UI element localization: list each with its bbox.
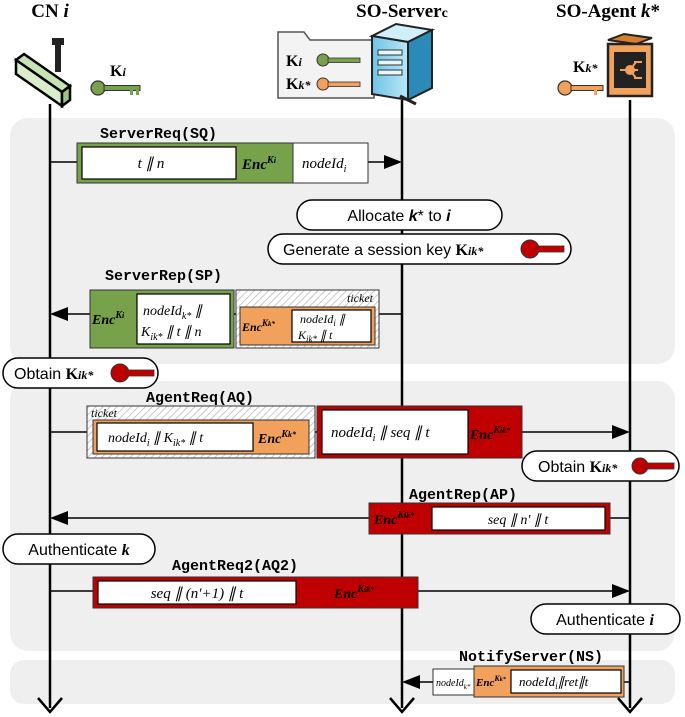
sp-label: ServerRep(SP): [105, 268, 222, 285]
aq-ticket-label: ticket: [91, 406, 118, 420]
sp-ticket-label: ticket: [347, 291, 374, 305]
lifeline-cn: [37, 104, 63, 714]
auth-i-text: Authenticate i: [556, 612, 654, 629]
ns-inner-box: [510, 669, 622, 694]
sq-arrow-head: [384, 155, 402, 169]
server-key-label-1: Ki: [286, 53, 302, 70]
aq2-arrow-head: [612, 584, 630, 598]
generate-text: Generate a session key Kik*: [283, 242, 484, 259]
sp-ticket-line2: Kik* ∥ t: [297, 328, 333, 344]
sp-arrow-head: [50, 307, 68, 321]
key-icon: [557, 80, 604, 96]
server-icon: [368, 22, 436, 106]
actor-agent-name: SO-Agent k*: [556, 1, 660, 22]
server-key-label-2: Kk*: [286, 76, 311, 93]
sp-inner-box: [136, 293, 231, 345]
key-icon: [90, 80, 141, 96]
allocate-pill: [296, 199, 503, 231]
sq-plain: nodeIdi: [302, 156, 347, 175]
sp-ticket-inner-box: [291, 309, 372, 343]
key-icon: [520, 239, 565, 259]
sq-inner-box: [81, 146, 237, 180]
actor-agent-header: SO-Agent k*: [556, 1, 660, 22]
aq-payload: nodeIdi ∥ seq ∥ t: [331, 425, 430, 444]
sp-ticket-line1: nodeIdi ∥: [300, 312, 346, 328]
actor-cn-header: CN i: [31, 1, 69, 22]
ns-payload: nodeIdi∥ret∥t: [519, 674, 589, 691]
sq-plain-box: [292, 142, 369, 184]
allocate-text: Allocate k* to i: [347, 208, 451, 225]
key-icon: [316, 53, 361, 67]
auth-k-text: Authenticate k: [28, 542, 129, 559]
ap-payload: seq ∥ n′ ∥ t: [488, 513, 550, 528]
sensor-node-icon: [13, 38, 73, 109]
aq-label: AgentReq(AQ): [146, 390, 254, 407]
key-icon: [316, 77, 361, 91]
ns-plain-box: [432, 668, 475, 696]
agent-box-icon: [606, 32, 654, 98]
ap-inner-box: [431, 506, 606, 531]
auth-i-pill: [530, 603, 681, 635]
auth-k-pill: [2, 533, 156, 565]
aq2-inner-box: [97, 580, 297, 605]
ns-arrow-head: [402, 675, 420, 689]
agent-key-label: Kk*: [573, 59, 598, 76]
obtain-agent-text: Obtain Kik*: [538, 459, 618, 476]
aq-inner-box: [321, 409, 469, 455]
sq-label: ServerReq(SQ): [100, 126, 217, 143]
aq-arrow-head: [612, 425, 630, 439]
actor-server-name: SO-Serverc: [356, 1, 448, 22]
actor-server-header: SO-Serverc: [356, 1, 448, 22]
aq-ticket-inner-box: [96, 422, 254, 452]
generate-pill: [267, 233, 572, 265]
ns-label: NotifyServer(NS): [459, 649, 603, 666]
aq2-payload: seq ∥ (n′+1) ∥ t: [151, 586, 244, 602]
ap-label: AgentRep(AP): [409, 487, 517, 504]
key-icon: [631, 457, 675, 475]
actor-cn-name: CN i: [31, 1, 69, 22]
cn-key-label: Ki: [110, 63, 126, 80]
ns-plain: nodeIdk*: [436, 678, 471, 691]
key-icon: [110, 363, 155, 383]
sq-payload: t ∥ n: [138, 156, 165, 172]
aq2-label: AgentReq2(AQ2): [172, 558, 298, 575]
ap-arrow-head: [50, 511, 68, 525]
obtain-cn-text: Obtain Kik*: [14, 366, 94, 383]
